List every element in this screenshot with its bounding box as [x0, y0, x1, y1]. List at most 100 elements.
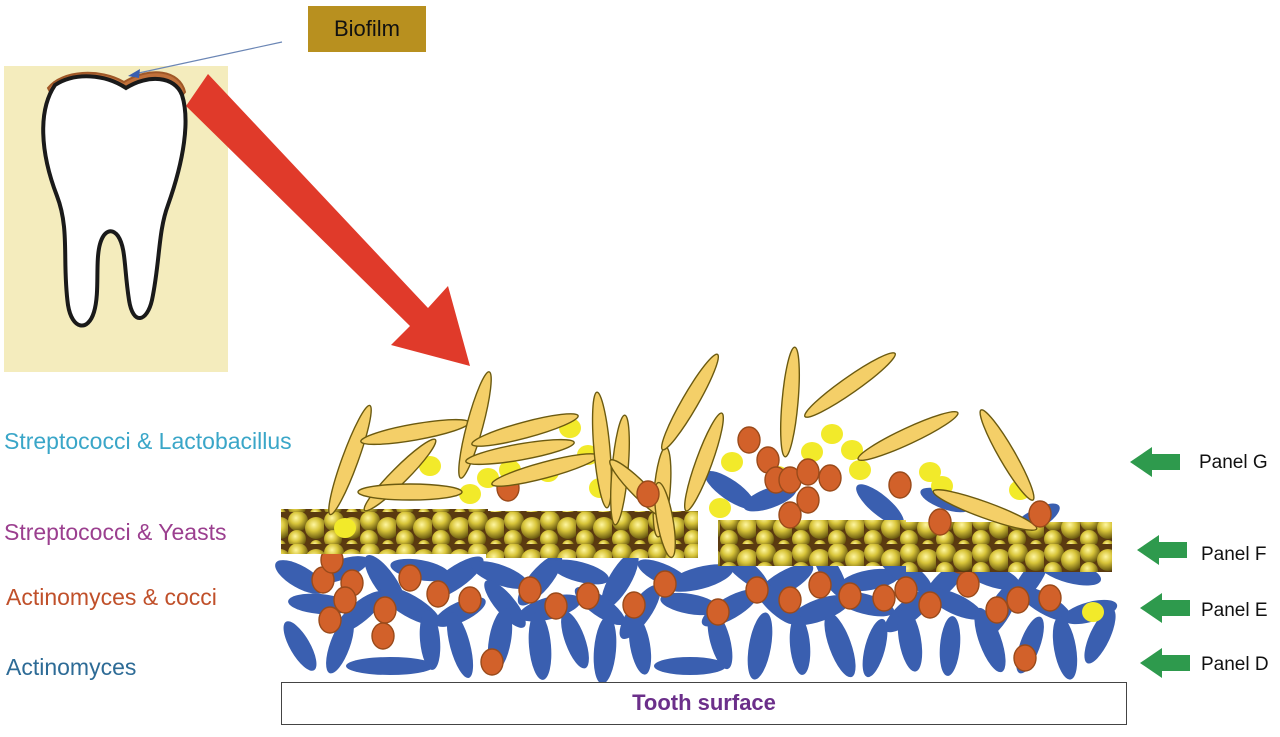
panel-d-label: Panel D	[1201, 654, 1269, 675]
coccus	[838, 582, 862, 610]
coccus	[796, 458, 820, 486]
coccus	[872, 584, 896, 612]
lactobacillus-rod	[328, 404, 372, 516]
biofilm-pointer-line	[133, 41, 283, 75]
actinomyces-rod	[789, 594, 851, 626]
actinomyces-rod	[593, 616, 617, 684]
coccus	[1028, 500, 1052, 528]
coccus	[737, 426, 761, 454]
lactobacillus-rod	[857, 410, 959, 462]
coccus	[480, 648, 504, 676]
actinomyces-rod	[628, 615, 652, 675]
actinomyces-rod	[704, 470, 756, 510]
micrograph-strip-1	[281, 509, 488, 554]
actinomyces-rod	[747, 612, 773, 680]
panel-e-arrow	[1140, 593, 1190, 623]
actinomyces-rod	[974, 607, 1006, 673]
lactobacillus-rod	[660, 353, 720, 451]
lactobacillus-rod	[979, 409, 1035, 501]
coccus	[1038, 584, 1062, 612]
coccus	[373, 596, 397, 624]
yeast-cell	[919, 462, 941, 482]
yeast-cell	[721, 452, 743, 472]
coccus	[518, 576, 542, 604]
big-red-arrow	[186, 74, 470, 366]
actinomyces-rod	[667, 564, 733, 592]
lactobacillus-rod	[932, 489, 1038, 531]
actinomyces-rod	[789, 615, 811, 675]
lactobacillus-rod	[458, 371, 492, 479]
lactobacillus-rod	[654, 481, 676, 559]
tooth-surface-label: Tooth surface	[632, 690, 776, 715]
actinomyces-rod	[1084, 608, 1116, 664]
coccus	[622, 591, 646, 619]
coccus	[818, 464, 842, 492]
actinomyces-rod	[484, 580, 526, 628]
actinomyces-rod	[326, 616, 354, 674]
actinomyces-rod	[897, 608, 923, 672]
coccus	[653, 570, 677, 598]
coccus	[796, 486, 820, 514]
panel-f-label: Panel F	[1201, 544, 1267, 565]
panel-g-label: Panel G	[1199, 452, 1268, 473]
coccus	[888, 471, 912, 499]
cocci-cells-upper	[636, 426, 1052, 536]
actinomyces-rod	[601, 551, 639, 609]
lactobacillus-rod	[471, 413, 579, 447]
coccus	[985, 596, 1009, 624]
panel-g-arrow	[1130, 447, 1180, 477]
actinomyces-rod	[824, 612, 856, 678]
yeast-cell	[1082, 602, 1104, 622]
lactobacillus-rod	[804, 352, 896, 418]
actinomyces-rod	[856, 484, 904, 526]
coccus	[778, 501, 802, 529]
tooth-surface: Tooth surface	[281, 682, 1127, 725]
lactobacillus-rod	[683, 412, 725, 512]
coccus	[333, 586, 357, 614]
coccus	[1013, 644, 1037, 672]
coccus	[398, 564, 422, 592]
actinomyces-rod	[346, 657, 434, 675]
layer-label-streptococci-yeasts: Streptococci & Yeasts	[4, 519, 227, 545]
panel-f-arrow	[1137, 535, 1187, 565]
actinomyces-rod	[283, 621, 317, 671]
biofilm-pointer-head	[128, 69, 140, 78]
coccus	[918, 591, 942, 619]
lactobacillus-rod	[357, 483, 463, 501]
actinomyces-rod	[862, 618, 888, 678]
coccus	[928, 508, 952, 536]
coccus	[745, 576, 769, 604]
actinomyces-rod	[550, 559, 610, 585]
actinomyces-rod	[707, 610, 733, 670]
lactobacillus-rod	[465, 438, 575, 466]
layer-label-actinomyces-cocci: Actinomyces & cocci	[6, 584, 217, 610]
lactobacillus-rod	[779, 346, 801, 458]
actinomyces-rod	[528, 612, 552, 680]
lactobacillus-rod	[360, 418, 470, 446]
coccus	[956, 570, 980, 598]
yeast-cell	[801, 442, 823, 462]
coccus	[458, 586, 482, 614]
coccus	[808, 571, 832, 599]
coccus	[426, 580, 450, 608]
yeast-cell	[334, 518, 356, 538]
biofilm-callout: Biofilm	[308, 6, 426, 52]
panel-e-label: Panel E	[1201, 600, 1268, 621]
actinomyces-rod	[561, 611, 589, 669]
actinomyces-rod	[471, 561, 529, 589]
coccus	[371, 622, 395, 650]
tooth-icon	[41, 74, 188, 328]
yeast-cell	[841, 440, 863, 460]
actinomyces-rod	[939, 616, 961, 676]
layer-label-actinomyces: Actinomyces	[6, 654, 137, 680]
yeast-cell	[459, 484, 481, 504]
coccus	[706, 598, 730, 626]
actinomyces-rod	[743, 484, 797, 512]
actinomyces-rod	[927, 588, 983, 620]
lactobacillus-rod	[591, 391, 613, 509]
yeast-cell	[709, 498, 731, 518]
coccus	[1006, 586, 1030, 614]
coccus	[778, 586, 802, 614]
